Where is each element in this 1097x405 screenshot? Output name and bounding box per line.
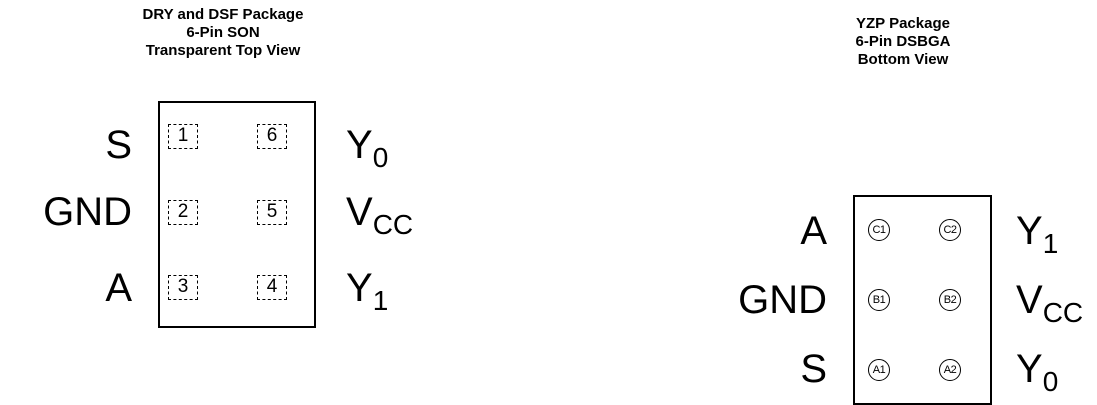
bga-signal-vcc-base: V	[1016, 278, 1043, 322]
bga-signal-y0-sub: 0	[1042, 366, 1059, 397]
bga-signal-gnd: GND	[738, 278, 827, 322]
bga-signal-y1-base: Y	[1016, 209, 1043, 253]
bga-ball-c2: C2	[939, 219, 961, 241]
son-package-caption: DRY and DSF Package 6-Pin SON Transparen…	[110, 6, 336, 60]
bga-ball-c1: C1	[868, 219, 890, 241]
bga-signal-vcc: VCC	[1016, 277, 1083, 327]
bga-caption-line-1: YZP Package	[856, 15, 950, 32]
son-caption-line-1: DRY and DSF Package	[142, 6, 304, 23]
bga-signal-vcc-sub: CC	[1042, 297, 1084, 328]
bga-signal-y1: Y1	[1016, 208, 1058, 258]
bga-package-caption: YZP Package 6-Pin DSBGA Bottom View	[815, 15, 991, 69]
son-pad-2: 2	[168, 200, 198, 225]
bga-ball-b1: B1	[868, 289, 890, 311]
bga-signal-y0: Y0	[1016, 346, 1058, 396]
bga-ball-a1: A1	[868, 359, 890, 381]
son-pad-6: 6	[257, 124, 287, 149]
bga-signal-s: S	[800, 347, 827, 391]
son-signal-y1: Y1	[346, 265, 388, 315]
bga-signal-y0-base: Y	[1016, 347, 1043, 391]
son-signal-vcc: VCC	[346, 189, 413, 239]
son-signal-gnd: GND	[43, 190, 132, 234]
son-pad-4: 4	[257, 275, 287, 300]
son-package-body	[158, 101, 316, 328]
bga-signal-y1-sub: 1	[1042, 228, 1059, 259]
bga-signal-a: A	[800, 209, 827, 253]
son-signal-y0-base: Y	[346, 123, 373, 167]
son-signal-a: A	[105, 266, 132, 310]
son-signal-y0: Y0	[346, 122, 388, 172]
son-signal-y1-base: Y	[346, 266, 373, 310]
son-signal-y0-sub: 0	[372, 142, 389, 173]
son-pad-1: 1	[168, 124, 198, 149]
son-caption-line-2: 6-Pin SON	[186, 24, 260, 41]
bga-ball-a2: A2	[939, 359, 961, 381]
son-signal-vcc-sub: CC	[372, 209, 414, 240]
son-pad-3: 3	[168, 275, 198, 300]
son-pad-5: 5	[257, 200, 287, 225]
son-signal-s: S	[105, 123, 132, 167]
son-caption-line-3: Transparent Top View	[145, 42, 301, 59]
bga-caption-line-2: 6-Pin DSBGA	[855, 33, 951, 50]
bga-ball-b2: B2	[939, 289, 961, 311]
son-signal-vcc-base: V	[346, 190, 373, 234]
bga-caption-line-3: Bottom View	[857, 51, 949, 68]
son-signal-y1-sub: 1	[372, 285, 389, 316]
